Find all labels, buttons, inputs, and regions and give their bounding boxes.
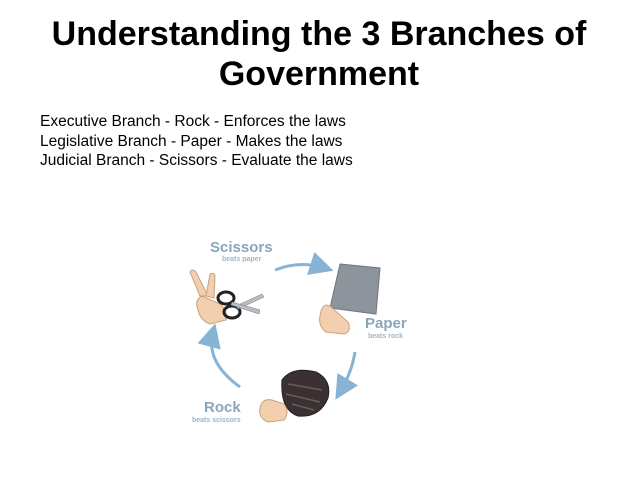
paper-caption: beats rock xyxy=(368,333,403,340)
arrow-rock-to-scissors xyxy=(197,323,241,389)
slide-title: Understanding the 3 Branches of Governme… xyxy=(0,14,638,94)
rock-hand-icon xyxy=(259,399,288,423)
judicial-branch-line: Judicial Branch - Scissors - Evaluate th… xyxy=(40,152,353,169)
arrow-paper-to-rock xyxy=(335,351,359,400)
rock-caption: beats scissors xyxy=(192,417,241,424)
executive-branch-line: Executive Branch - Rock - Enforces the l… xyxy=(40,113,346,130)
title-line-2: Government xyxy=(218,55,420,93)
cycle-figure: Scissors beats paper Paper beats rock Ro… xyxy=(189,239,407,424)
scissors-icon xyxy=(189,269,265,325)
title-line-1: Understanding the 3 Branches of xyxy=(51,15,587,53)
scissors-caption: beats paper xyxy=(222,256,262,263)
rock-icon xyxy=(281,369,330,417)
scissors-label: Scissors xyxy=(210,239,273,256)
legislative-branch-line: Legislative Branch - Paper - Makes the l… xyxy=(40,132,343,150)
arrow-scissors-to-paper xyxy=(274,252,334,275)
branch-list: Executive Branch - Rock - Enforces the l… xyxy=(40,112,353,171)
rock-label: Rock xyxy=(204,399,241,416)
rock-paper-scissors-diagram: Scissors beats paper Paper beats rock Ro… xyxy=(180,232,450,447)
paper-hand-icon xyxy=(319,304,350,335)
paper-label: Paper xyxy=(365,315,407,332)
paper-icon xyxy=(329,263,381,315)
